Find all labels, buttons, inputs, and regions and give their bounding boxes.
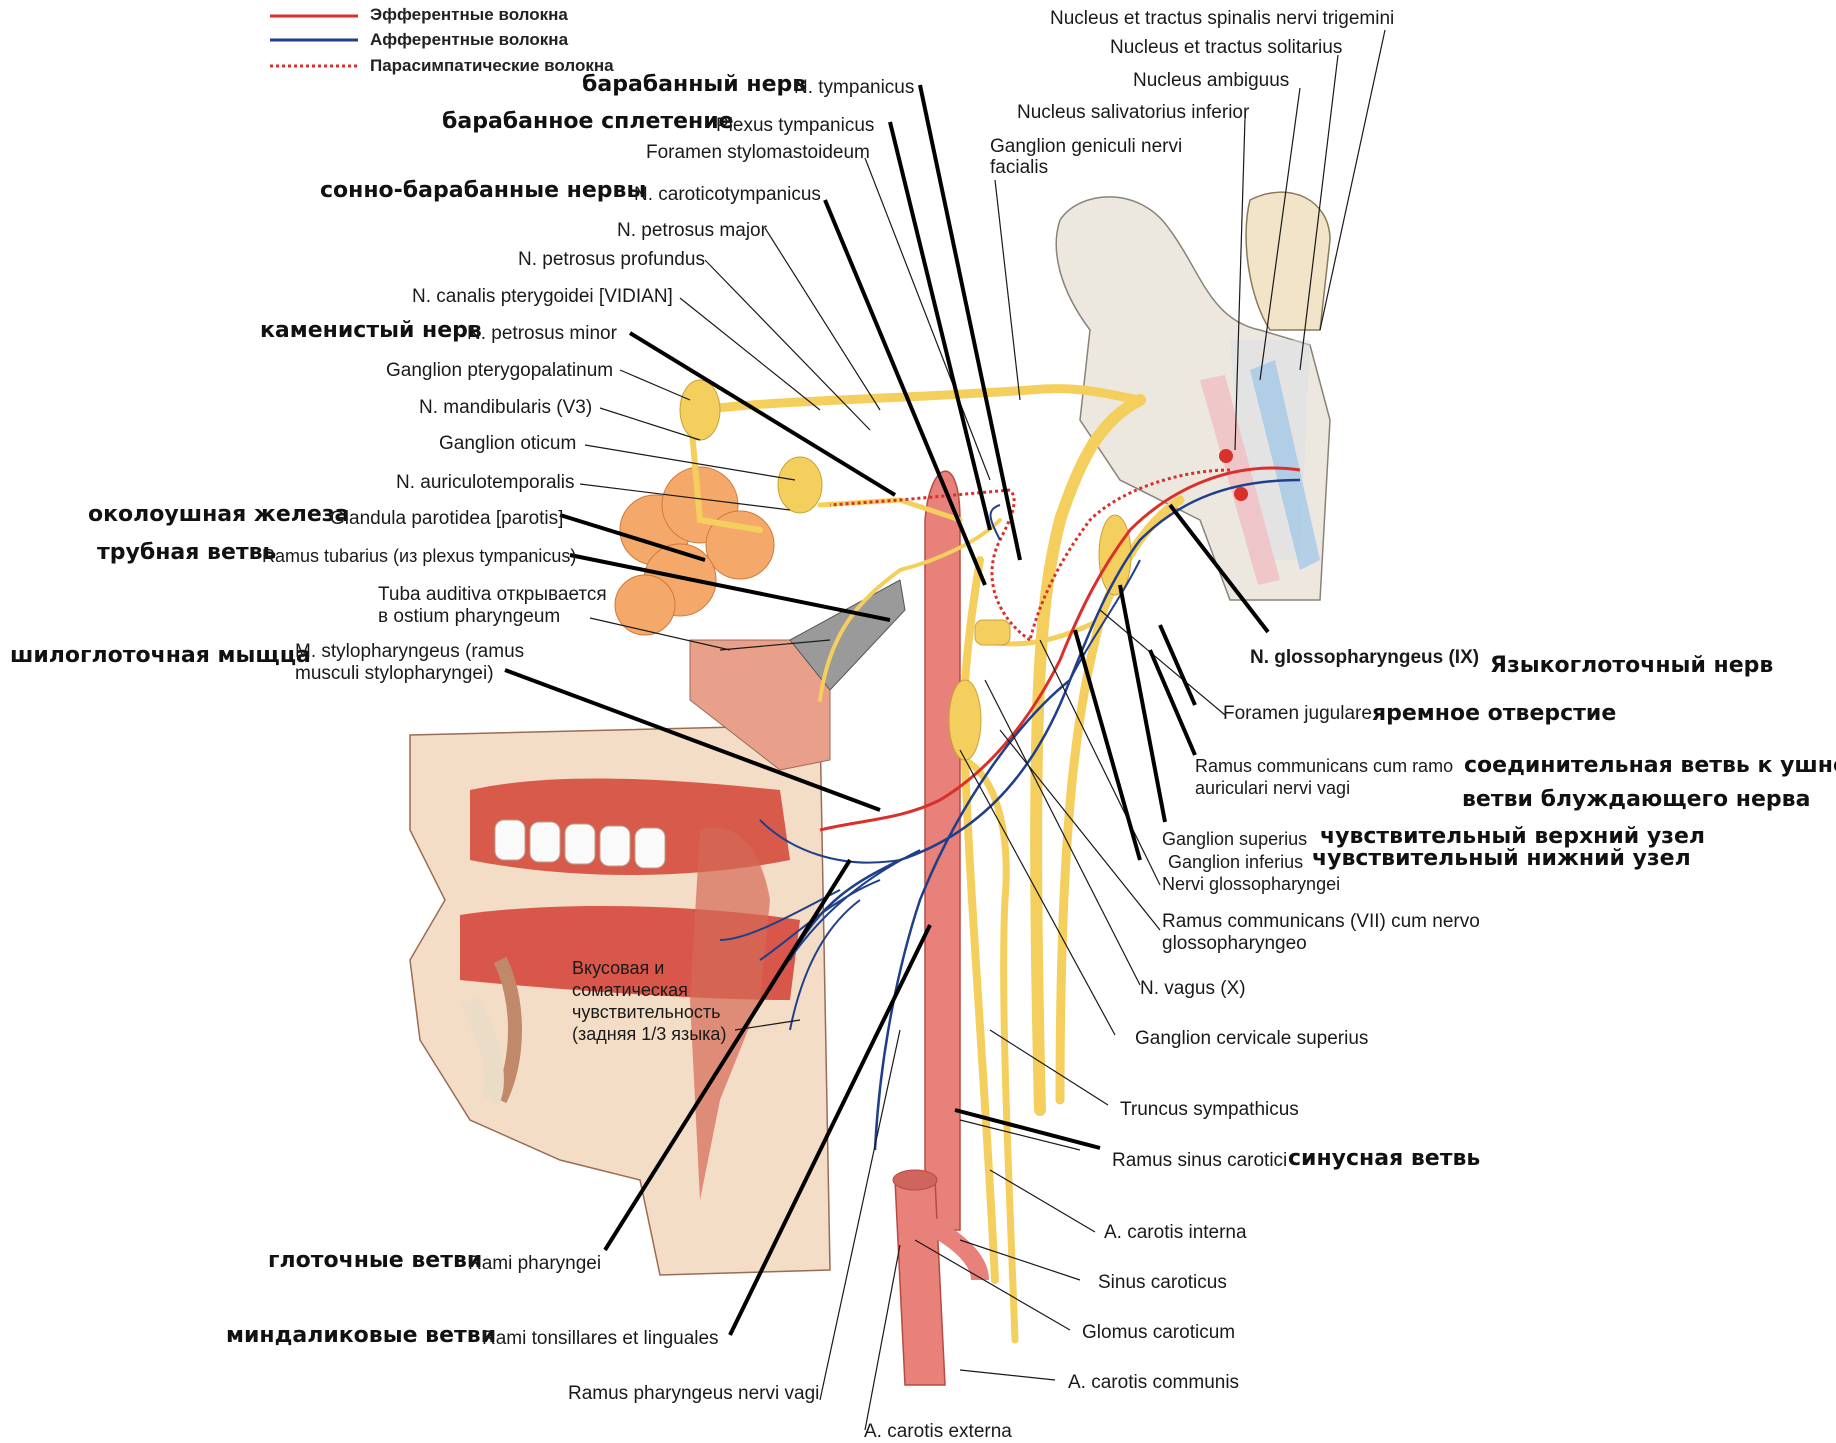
label-glossopharyngeus: N. glossopharyngeus (IX) xyxy=(1250,647,1479,669)
label-parotis: Glandula parotidea [parotis] xyxy=(330,508,563,530)
label-caroticotympanicus-ru: сонно-барабанные нервы xyxy=(320,180,646,202)
label-ganglion-pterygopalatinum: Ganglion pterygopalatinum xyxy=(386,360,613,382)
label-ganglion-superius: Ganglion superius xyxy=(1162,828,1307,850)
label-communicans-vagi-2: auriculari nervi vagi xyxy=(1195,777,1350,799)
label-nucleus-solitarius: Nucleus et tractus solitarius xyxy=(1110,37,1342,59)
label-nervi-glossopharyngei: Nervi glossopharyngei xyxy=(1162,873,1340,895)
label-truncus-sympathicus: Truncus sympathicus xyxy=(1120,1099,1299,1121)
label-vkus-3: чувствительность xyxy=(572,1001,721,1023)
label-foramen-stylomastoideum: Foramen stylomastoideum xyxy=(646,142,870,164)
label-ganglion-geniculi-2: facialis xyxy=(990,157,1048,179)
label-ganglion-oticum: Ganglion oticum xyxy=(439,433,576,455)
label-sinus-caroticus: Sinus caroticus xyxy=(1098,1272,1227,1294)
label-pharyngei-ru: глоточные ветви xyxy=(268,1250,482,1272)
label-canalis-pterygoidei: N. canalis pterygoidei [VIDIAN] xyxy=(412,286,673,308)
label-foramen-jugulare-ru: яремное отверстие xyxy=(1372,703,1616,725)
legend-efferent-label: Эфферентные волокна xyxy=(370,4,568,26)
label-vkus-1: Вкусовая и xyxy=(572,957,664,979)
label-glossopharyngeus-ru: Языкоглоточный нерв xyxy=(1490,655,1773,677)
label-ganglion-inferius-ru: чувствительный нижний узел xyxy=(1312,848,1691,870)
label-tuba-2: в ostium pharyngeum xyxy=(378,606,560,628)
legend-afferent-label: Афферентные волокна xyxy=(370,29,568,51)
label-ganglion-cervicale: Ganglion cervicale superius xyxy=(1135,1028,1368,1050)
label-pharyngei: Rami pharyngei xyxy=(468,1253,601,1275)
label-plexus-tympanicus: Plexus tympanicus xyxy=(716,115,874,137)
stylomastoid-stub xyxy=(975,620,1010,645)
label-communicans-vagi-ru-2: ветви блуждающего нерва xyxy=(1462,789,1810,811)
label-ganglion-geniculi: Ganglion geniculi nervi xyxy=(990,136,1182,158)
label-foramen-jugulare: Foramen jugulare xyxy=(1223,703,1372,725)
label-nucleus-salivatorius: Nucleus salivatorius inferior xyxy=(1017,102,1249,124)
label-stylopharyngeus-2: musculi stylopharyngei) xyxy=(295,663,494,685)
label-carotis-interna: A. carotis interna xyxy=(1104,1222,1247,1244)
label-nucleus-trigemini: Nucleus et tractus spinalis nervi trigem… xyxy=(1050,8,1394,30)
legend-parasympathetic-label: Парасимпатические волокна xyxy=(370,55,614,77)
label-tubarius-ru: трубная ветвь xyxy=(97,542,276,564)
label-pharyngeus-vagi: Ramus pharyngeus nervi vagi xyxy=(568,1383,819,1405)
label-communicans-vii-2: glossopharyngeo xyxy=(1162,933,1307,955)
label-carotis-communis: A. carotis communis xyxy=(1068,1372,1239,1394)
label-communicans-vagi-1: Ramus communicans cum ramo xyxy=(1195,755,1453,777)
label-caroticotympanicus: N. caroticotympanicus xyxy=(634,184,821,206)
carotid-artery xyxy=(893,471,980,1385)
label-plexus-tympanicus-ru: барабанное сплетение xyxy=(442,111,734,133)
ganglion-pterygopalatinum-shape xyxy=(680,380,720,440)
label-n-vagus: N. vagus (X) xyxy=(1140,978,1246,1000)
label-petrosus-minor-ru: каменистый нерв xyxy=(260,320,482,342)
label-stylopharyngeus-1: M. stylopharyngeus (ramus xyxy=(295,641,524,663)
label-vkus-2: соматическая xyxy=(572,979,688,1001)
label-n-tympanicus: N. tympanicus xyxy=(794,77,914,99)
label-tonsillares: Rami tonsillares et linguales xyxy=(482,1328,719,1350)
label-n-mandibularis: N. mandibularis (V3) xyxy=(419,397,592,419)
label-vkus-4: (задняя 1/3 языка) xyxy=(572,1023,726,1045)
label-communicans-vagi-ru-1: соединительная ветвь к ушной xyxy=(1464,755,1836,777)
label-nucleus-ambiguus: Nucleus ambiguus xyxy=(1133,70,1289,92)
ganglion-cervicale-shape xyxy=(949,680,981,760)
label-communicans-vii-1: Ramus communicans (VII) cum nervo xyxy=(1162,911,1480,933)
label-sinus-carotici-ru: синусная ветвь xyxy=(1288,1148,1480,1170)
label-petrosus-minor: N. petrosus minor xyxy=(467,323,617,345)
label-stylopharyngeus-ru: шилоглоточная мыщца xyxy=(10,645,311,667)
label-ganglion-superius-ru: чувствительный верхний узел xyxy=(1320,826,1705,848)
label-tubarius: Ramus tubarius (из plexus tympanicus) xyxy=(262,545,576,567)
label-petrosus-major: N. petrosus major xyxy=(617,220,767,242)
label-sinus-carotici: Ramus sinus carotici xyxy=(1112,1150,1287,1172)
label-tuba-1: Tuba auditiva открывается xyxy=(378,584,607,606)
ganglion-oticum-shape xyxy=(778,457,822,513)
legend-swatches xyxy=(270,16,358,66)
label-glomus-caroticum: Glomus caroticum xyxy=(1082,1322,1235,1344)
label-ganglion-inferius: Ganglion inferius xyxy=(1168,851,1303,873)
ganglion-superius-shape xyxy=(1099,515,1131,595)
label-n-tympanicus-ru: барабанный нерв xyxy=(582,74,806,96)
label-auriculotemporalis: N. auriculotemporalis xyxy=(396,472,574,494)
label-tonsillares-ru: миндаликовые ветви xyxy=(226,1325,496,1347)
label-parotis-ru: околоушная железа xyxy=(88,504,349,526)
label-petrosus-profundus: N. petrosus profundus xyxy=(518,249,705,271)
